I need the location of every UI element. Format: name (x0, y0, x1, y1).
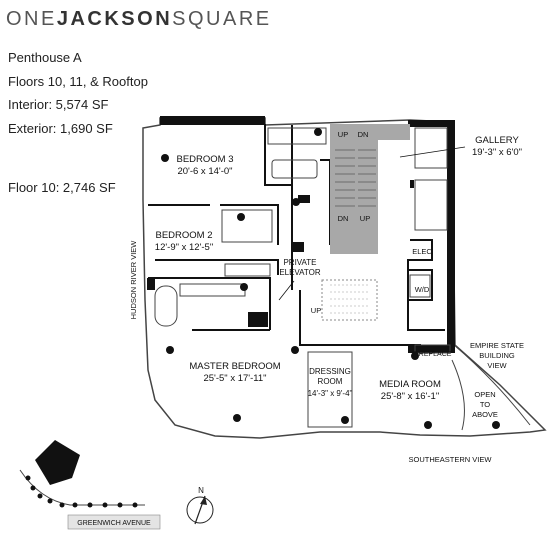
media-name: MEDIA ROOM (379, 379, 441, 390)
main-stair-treads (330, 284, 370, 314)
bedroom3-dims: 20'-6 x 14'-0" (177, 166, 232, 177)
brand-logo: ONEJACKSONSQUARE (6, 8, 272, 31)
stair-up-label-2: UP (360, 214, 370, 223)
dressing-name-2: ROOM (318, 377, 343, 386)
dressing-dims: 14'-3" x 9'-4" (308, 389, 353, 398)
bedroom2-dims: 12'-9" x 12'-5" (155, 242, 213, 253)
north-arrow-icon: N (186, 486, 214, 525)
unit-interior: Interior: 5,574 SF (8, 97, 109, 112)
elevator-leader (278, 280, 295, 301)
stair-treads (335, 149, 376, 207)
master-name: MASTER BEDROOM (189, 361, 280, 372)
master-dims: 25'-5" x 17'-11" (203, 373, 266, 384)
open-label-1: OPEN (474, 390, 495, 399)
stair-dn-label-2: DN (338, 214, 349, 223)
north-label: N (198, 486, 204, 495)
terrace-curve (453, 344, 531, 426)
gallery-leader (399, 146, 466, 158)
gallery-dims: 19'-3" x 6'0" (472, 147, 522, 158)
gallery-name: GALLERY (475, 135, 519, 146)
empire-label-2: BUILDING (479, 351, 515, 360)
unit-name: Penthouse A (8, 50, 82, 65)
private-label: PRIVATE (283, 258, 316, 267)
elevator-label: ELEVATOR (279, 268, 321, 277)
brand-one: ONE (6, 8, 57, 30)
empire-label-1: EMPIRE STATE (470, 341, 524, 350)
open-label-2: TO (480, 400, 490, 409)
columns (161, 128, 500, 429)
bedroom2-name: BEDROOM 2 (155, 230, 212, 241)
stair-dn-label-1: DN (358, 130, 369, 139)
bedroom3-name: BEDROOM 3 (176, 154, 233, 165)
media-dims: 25'-8" x 16'-1" (381, 391, 439, 402)
southeastern-view-label: SOUTHEASTERN VIEW (409, 455, 493, 464)
dressing-name-1: DRESSING (309, 367, 351, 376)
hudson-view-label: HUDSON RIVER VIEW (129, 240, 138, 320)
unit-floors: Floors 10, 11, & Rooftop (8, 74, 148, 89)
stair-core-notch (378, 140, 410, 254)
elec-label: ELEC (412, 247, 432, 256)
unit-floor-area: Floor 10: 2,746 SF (8, 180, 116, 195)
greenwich-label: GREENWICH AVENUE (77, 520, 151, 527)
main-stair-up-label: UP (311, 306, 321, 315)
main-stair-rail (321, 279, 378, 321)
site-key-map: GREENWICH AVENUE (19, 440, 161, 530)
brand-jackson: JACKSON (56, 8, 173, 30)
unit-exterior: Exterior: 1,690 SF (8, 121, 113, 136)
fireplace-label: FIREPLACE (413, 351, 452, 358)
wd-label: W/D (415, 285, 430, 294)
brand-square: SQUARE (172, 8, 272, 30)
terrace-inner-curve (451, 359, 465, 431)
open-label-3: ABOVE (472, 410, 498, 419)
empire-label-3: VIEW (487, 361, 507, 370)
stair-up-label-1: UP (338, 130, 348, 139)
